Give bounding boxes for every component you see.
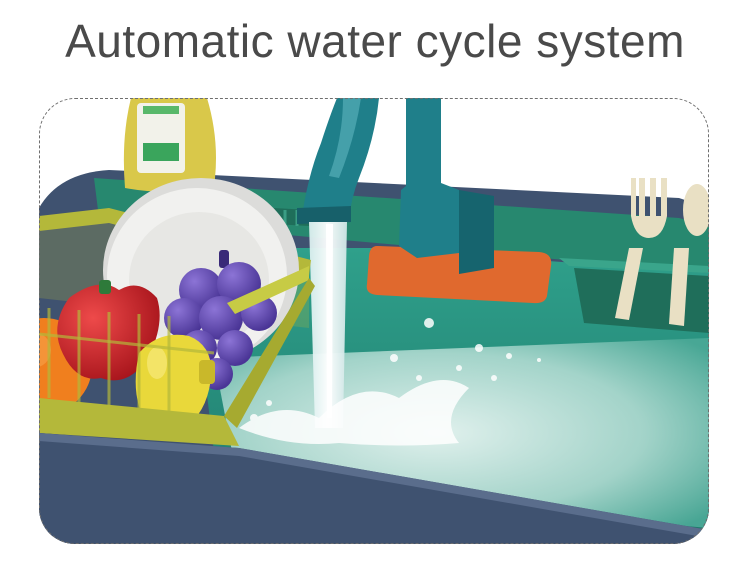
soap-bottle <box>123 98 216 192</box>
headline: Automatic water cycle system <box>65 15 685 67</box>
faucet-base <box>366 246 552 304</box>
drying-rack-front <box>39 266 315 446</box>
fork-and-spoon <box>615 178 709 326</box>
yellow-bottle-toy <box>135 334 215 428</box>
product-photo <box>39 98 709 544</box>
water-splash <box>239 318 541 446</box>
water-stream <box>309 222 347 428</box>
faucet <box>297 98 494 274</box>
sink-front-rim <box>39 433 709 544</box>
